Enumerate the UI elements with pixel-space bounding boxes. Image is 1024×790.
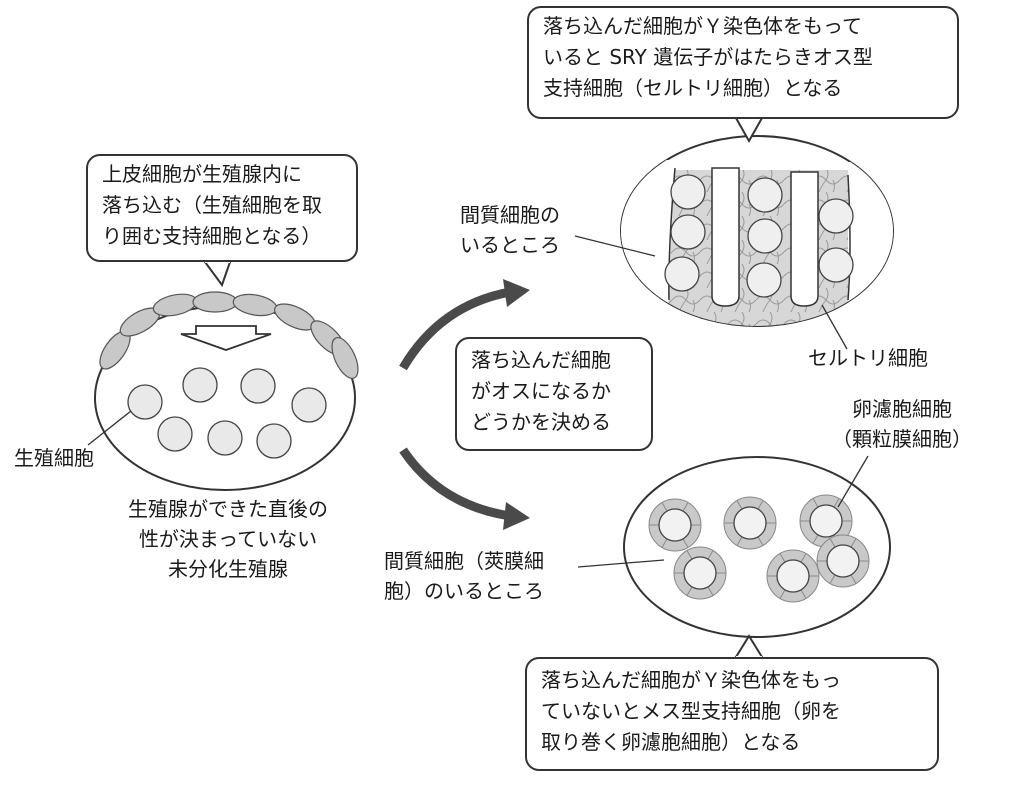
testis-germ-cell xyxy=(747,177,783,213)
label-follicle-line-1: 卵濾胞細胞 xyxy=(852,397,952,421)
testis-germ-cell xyxy=(818,198,854,234)
granulosa-cell-boundary xyxy=(833,498,840,508)
germ-cell-group xyxy=(127,367,327,459)
oocyte xyxy=(658,508,692,542)
callout-male-line-3: 支持細胞（セルトリ細胞）となる xyxy=(543,76,843,100)
granulosa-cell-boundary xyxy=(686,586,693,596)
label-interstitial-male-line-1: 間質細胞の xyxy=(460,203,560,227)
granulosa-cell-boundary xyxy=(800,589,807,599)
callout-female-support-cells: 落ち込んだ細胞がＹ染色体をもっ ていないとメス型支持細胞（卵を 取り巻く卵濾胞細… xyxy=(525,657,939,771)
label-germ-cell: 生殖細胞 xyxy=(14,443,94,473)
oocyte xyxy=(809,504,843,538)
label-undiff-line-2: 性が決まっていない xyxy=(138,527,318,551)
arrow-to-male-icon xyxy=(399,287,511,371)
epithelial-cell xyxy=(331,337,359,379)
epithelial-cell-layer xyxy=(99,291,359,379)
granulosa-cell-boundary xyxy=(686,550,693,560)
testis-germ-cell xyxy=(746,262,782,298)
germ-cell xyxy=(127,384,163,420)
follicle xyxy=(673,546,727,600)
label-undiff-line-3: 未分化生殖腺 xyxy=(168,557,288,581)
label-undifferentiated-gonad: 生殖腺ができた直後の 性が決まっていない 未分化生殖腺 xyxy=(102,494,354,584)
granulosa-cell-boundary xyxy=(779,589,786,599)
granulosa-cell-boundary xyxy=(800,553,807,563)
ovarian-follicles xyxy=(648,494,870,603)
label-interstitial-male: 間質細胞の いるところ xyxy=(460,200,560,260)
testis-germ-cell xyxy=(670,214,706,250)
germ-cell xyxy=(256,423,292,459)
testis-germ-cell xyxy=(670,174,706,210)
oocyte xyxy=(826,544,860,578)
label-germ-cell-text: 生殖細胞 xyxy=(14,446,94,470)
label-sertoli-text: セルトリ細胞 xyxy=(808,346,928,370)
follicle xyxy=(816,534,870,588)
granulosa-cell-boundary xyxy=(682,502,689,512)
label-undiff-line-1: 生殖腺ができた直後の xyxy=(128,497,328,521)
granulosa-cell-boundary xyxy=(779,553,786,563)
granulosa-cell-boundary xyxy=(707,550,714,560)
callout-male-line-1: 落ち込んだ細胞がＹ染色体をもって xyxy=(543,14,862,38)
granulosa-cell-boundary xyxy=(736,536,743,546)
testis-germ-cell xyxy=(664,256,700,292)
testis-germ-cell xyxy=(818,247,854,283)
label-interstitial-female-line-2: 胞）のいるところ xyxy=(384,579,544,603)
callout-sex-decision: 落ち込んだ細胞 がオスになるか どうかを決める xyxy=(455,337,653,451)
callout-decide-line-1: 落ち込んだ細胞 xyxy=(471,348,611,372)
germ-cell xyxy=(291,387,327,423)
germ-cell xyxy=(240,368,276,404)
granulosa-cell-boundary xyxy=(736,500,743,510)
granulosa-cell-boundary xyxy=(682,538,689,548)
follicle xyxy=(799,494,853,548)
granulosa-cell-boundary xyxy=(661,502,668,512)
oocyte xyxy=(776,559,810,593)
germ-cell xyxy=(182,367,218,403)
callout-female-line-3: 取り巻く卵濾胞細胞）となる xyxy=(541,730,801,754)
callout-female-line-1: 落ち込んだ細胞がＹ染色体をもっ xyxy=(541,668,841,692)
granulosa-cell-boundary xyxy=(850,538,857,548)
testis-germ-cells xyxy=(664,174,854,298)
oocyte xyxy=(683,556,717,590)
testis-gonad xyxy=(620,135,894,327)
label-follicle-cell: 卵濾胞細胞 （顆粒膜細胞） xyxy=(822,394,982,454)
granulosa-cell-boundary xyxy=(829,574,836,584)
callout-male-support-cells: 落ち込んだ細胞がＹ染色体をもって いると SRY 遺伝子がはたらきオス型 支持細… xyxy=(527,6,959,119)
oocyte xyxy=(733,506,767,540)
germ-cell xyxy=(157,416,193,452)
granulosa-cell-boundary xyxy=(829,538,836,548)
curved-arrows xyxy=(399,279,530,530)
ovary-gonad xyxy=(623,456,891,638)
granulosa-cell-boundary xyxy=(661,538,668,548)
germ-cell xyxy=(207,420,243,456)
callout-epithelium-line-1: 上皮細胞が生殖腺内に xyxy=(102,162,302,186)
granulosa-cell-boundary xyxy=(812,534,819,544)
arrow-to-female-icon xyxy=(399,447,511,521)
callout-epithelium-line-3: り囲む支持細胞となる） xyxy=(102,224,322,248)
downward-arrow-icon xyxy=(180,325,272,351)
callout-decide-line-3: どうかを決める xyxy=(471,410,611,434)
callout-male-line-2: いると SRY 遺伝子がはたらきオス型 xyxy=(543,45,873,69)
callout-epithelium: 上皮細胞が生殖腺内に 落ち込む（生殖細胞を取 り囲む支持細胞となる） xyxy=(86,154,358,262)
label-interstitial-female: 間質細胞（莢膜細 胞）のいるところ xyxy=(384,546,544,606)
label-follicle-line-2: （顆粒膜細胞） xyxy=(832,427,972,451)
granulosa-cell-boundary xyxy=(757,536,764,546)
testis-germ-cell xyxy=(747,218,783,254)
granulosa-cell-boundary xyxy=(812,498,819,508)
callout-epithelium-line-2: 落ち込む（生殖細胞を取 xyxy=(102,193,322,217)
follicle xyxy=(766,549,820,603)
follicle xyxy=(723,496,777,550)
label-interstitial-female-line-1: 間質細胞（莢膜細 xyxy=(384,549,544,573)
label-sertoli-cell: セルトリ細胞 xyxy=(808,343,928,373)
follicle xyxy=(648,498,702,552)
callout-decide-line-2: がオスになるか xyxy=(471,379,611,403)
granulosa-cell-boundary xyxy=(757,500,764,510)
label-interstitial-male-line-2: いるところ xyxy=(460,233,560,257)
callout-female-line-2: ていないとメス型支持細胞（卵を xyxy=(541,699,841,723)
granulosa-cell-boundary xyxy=(707,586,714,596)
granulosa-cell-boundary xyxy=(850,574,857,584)
undifferentiated-gonad xyxy=(94,291,359,491)
epithelial-cell xyxy=(192,291,238,313)
